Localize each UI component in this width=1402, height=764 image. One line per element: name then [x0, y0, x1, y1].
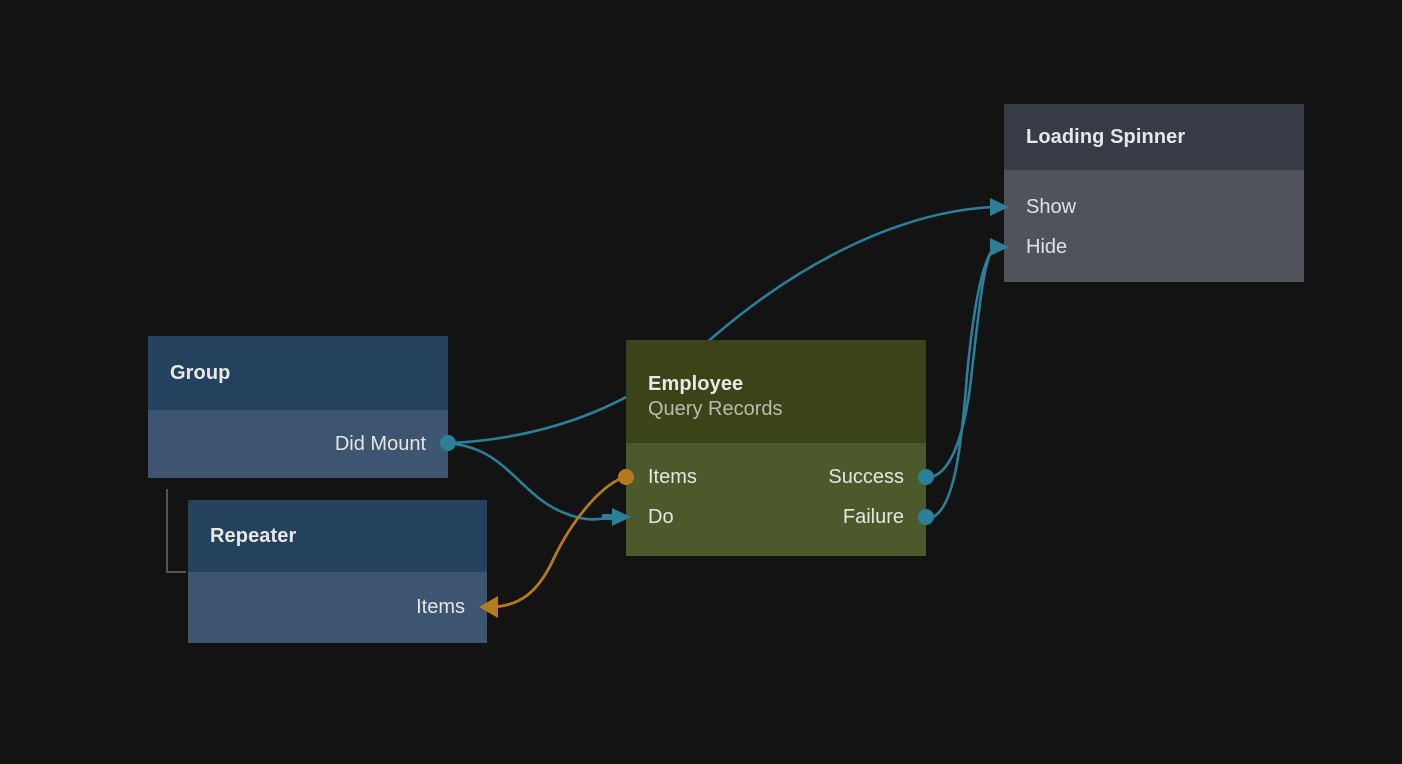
- edge-employee-items-to-repeater-items: [490, 476, 624, 609]
- node-repeater-title: Repeater: [210, 524, 297, 547]
- port-arrow-employee-do-stem: [602, 514, 614, 520]
- node-loading-spinner[interactable]: Loading Spinner Show Hide: [1004, 104, 1304, 282]
- port-label-employee-items: Items: [648, 466, 697, 488]
- port-row-did-mount[interactable]: Did Mount: [148, 410, 448, 478]
- node-spinner-header[interactable]: Loading Spinner: [1004, 104, 1304, 170]
- node-employee-body: Items Success Do Failure: [626, 443, 926, 556]
- port-row-repeater-items[interactable]: Items: [188, 572, 487, 643]
- node-spinner-title: Loading Spinner: [1026, 125, 1186, 148]
- port-label-spinner-show: Show: [1026, 196, 1077, 218]
- port-label-employee-success: Success: [828, 466, 904, 488]
- node-employee-header[interactable]: Employee Query Records: [626, 340, 926, 443]
- port-label-employee-failure: Failure: [842, 506, 904, 528]
- node-group[interactable]: Group Did Mount: [148, 336, 448, 478]
- edge-failure-to-hide: [928, 247, 995, 520]
- port-row-spinner-hide[interactable]: Hide: [1004, 227, 1304, 267]
- node-spinner-body: Show Hide: [1004, 170, 1304, 282]
- node-employee[interactable]: Employee Query Records Items Success Do …: [626, 340, 926, 556]
- port-label-employee-do: Do: [648, 506, 674, 528]
- node-repeater-header[interactable]: Repeater: [188, 500, 487, 572]
- port-row-employee-do-failure[interactable]: Do Failure: [626, 497, 926, 537]
- port-row-employee-items-success[interactable]: Items Success: [626, 457, 926, 497]
- port-label-repeater-items: Items: [416, 596, 465, 618]
- tree-hierarchy-connector: [166, 489, 186, 573]
- edge-success-to-hide: [928, 246, 995, 479]
- node-repeater[interactable]: Repeater Items: [188, 500, 487, 643]
- port-label-spinner-hide: Hide: [1026, 236, 1068, 258]
- port-label-did-mount: Did Mount: [334, 433, 426, 455]
- node-employee-title: Employee: [648, 372, 744, 395]
- node-employee-subtitle: Query Records: [648, 397, 783, 420]
- port-row-spinner-show[interactable]: Show: [1004, 187, 1304, 227]
- node-group-header[interactable]: Group: [148, 336, 448, 410]
- node-repeater-body: Items: [188, 572, 487, 643]
- node-group-body: Did Mount: [148, 410, 448, 478]
- node-group-title: Group: [170, 361, 231, 384]
